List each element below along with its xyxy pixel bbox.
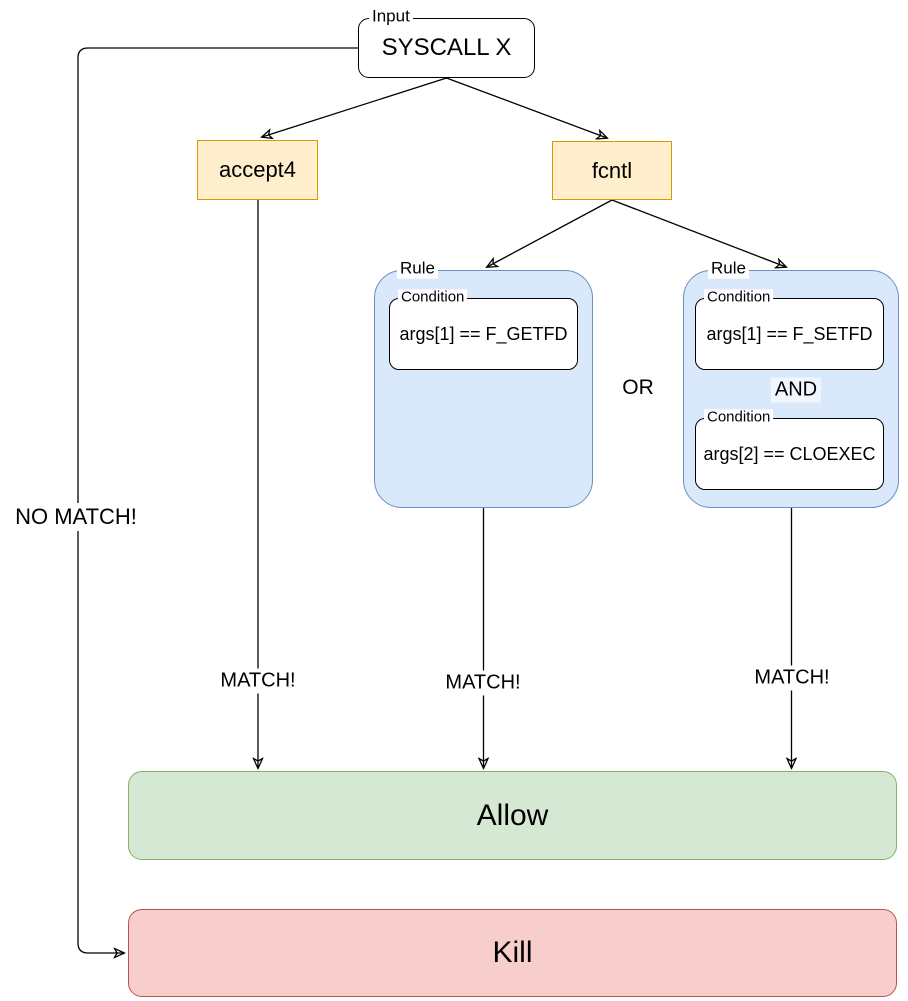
syscall-node-fcntl: fcntl — [552, 141, 672, 200]
condition-node-getfd: args[1] == F_GETFD — [389, 298, 578, 370]
input-syscall-text: SYSCALL X — [381, 34, 512, 61]
allow-label: Allow — [476, 798, 549, 832]
condition-getfd-expr: args[1] == F_GETFD — [399, 323, 568, 344]
no-match-label: NO MATCH! — [13, 503, 139, 531]
rule-1-tag-label: Rule — [397, 259, 438, 279]
match-label-rule2: MATCH! — [752, 665, 832, 691]
condition-node-cloexec: args[2] == CLOEXEC — [695, 418, 884, 490]
condition-cloexec-expr: args[2] == CLOEXEC — [703, 443, 876, 464]
match-label-rule1: MATCH! — [443, 670, 523, 696]
condition-getfd-tag-label: Condition — [398, 289, 468, 306]
match-label-accept4: MATCH! — [218, 668, 298, 694]
kill-label: Kill — [492, 936, 533, 969]
allow-outcome-node: Allow — [128, 771, 897, 860]
condition-node-setfd: args[1] == F_SETFD — [695, 298, 884, 370]
edge-fcntl-to-rule2 — [611, 199, 786, 267]
condition-setfd-expr: args[1] == F_SETFD — [706, 323, 873, 344]
syscall-fcntl-label: fcntl — [591, 157, 633, 183]
input-tag-label: Input — [369, 7, 413, 27]
and-operator-label: AND — [770, 377, 822, 403]
kill-outcome-node: Kill — [128, 909, 897, 997]
or-operator-label: OR — [619, 375, 657, 401]
edge-input-to-accept4 — [262, 77, 447, 137]
syscall-accept4-label: accept4 — [218, 157, 297, 182]
input-syscall-node: SYSCALL X — [358, 18, 535, 78]
edge-fcntl-to-rule1 — [487, 199, 613, 267]
edge-input-to-fcntl — [446, 77, 608, 138]
rule-2-tag-label: Rule — [708, 259, 749, 279]
condition-setfd-tag-label: Condition — [704, 289, 774, 306]
syscall-node-accept4: accept4 — [197, 140, 318, 200]
edge-nomatch-to-kill — [77, 47, 358, 953]
condition-cloexec-tag-label: Condition — [704, 409, 774, 426]
